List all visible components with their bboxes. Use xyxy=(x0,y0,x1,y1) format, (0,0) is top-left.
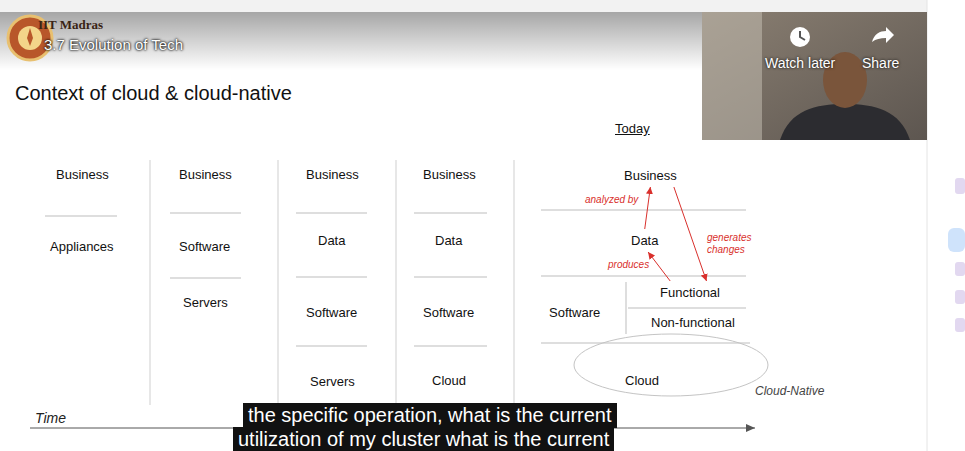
relation-arrow xyxy=(674,187,707,281)
layer-name: Business xyxy=(56,167,109,182)
layer-name: Software xyxy=(423,305,474,320)
subtitle-line: utilization of my cluster what is the cu… xyxy=(233,427,614,451)
webcam-wall xyxy=(702,12,762,140)
layer-name: Servers xyxy=(183,295,228,310)
layer-name: Business xyxy=(624,168,677,183)
layer-name: Cloud xyxy=(432,373,466,388)
layer-band: Business xyxy=(176,166,235,183)
layer-separator xyxy=(541,276,746,277)
layer-separator xyxy=(414,213,487,214)
layer-separator xyxy=(170,278,241,279)
layer-band: Servers xyxy=(307,373,358,390)
layer-separator xyxy=(296,277,367,278)
layer-name: Business xyxy=(179,167,232,182)
layer-band: Servers xyxy=(180,294,231,311)
layer-band: Business xyxy=(420,166,479,183)
video-title: 3.7 Evolution of Tech xyxy=(44,36,183,53)
relation-label: analyzed by xyxy=(585,194,638,206)
slide-title: Context of cloud & cloud-native xyxy=(15,82,292,105)
share-icon xyxy=(872,27,894,43)
institute-name: IIT Madras xyxy=(38,17,103,33)
layer-band: Data xyxy=(315,232,348,249)
share-button: Share xyxy=(862,55,899,71)
layer-separator xyxy=(541,210,746,211)
layer-name: Appliances xyxy=(50,239,114,254)
sidebar-item xyxy=(948,228,965,252)
layer-name: Data xyxy=(435,233,462,248)
column-divider xyxy=(278,160,279,405)
cloud-native-ellipse: Cloud-NativeCloud xyxy=(573,333,769,397)
layer-separator xyxy=(296,213,367,214)
sidebar xyxy=(927,0,965,451)
layer-band: Cloud xyxy=(429,372,469,389)
layer-separator xyxy=(296,346,367,347)
column-heading: Today xyxy=(615,121,650,136)
layer-separator xyxy=(628,308,746,309)
layer-band: Data xyxy=(432,232,465,249)
layer-band: Business xyxy=(621,167,680,184)
relation-label: produces xyxy=(608,259,649,271)
clock-icon xyxy=(790,27,810,47)
layer-separator xyxy=(414,346,487,347)
layer-band: Functional xyxy=(657,284,723,301)
region-label: Cloud-Native xyxy=(755,384,824,398)
sidebar-item xyxy=(955,262,965,276)
layer-band: Appliances xyxy=(47,238,117,255)
layer-band: Software xyxy=(546,304,603,321)
relation-arrow xyxy=(645,187,651,229)
layer-band: Business xyxy=(303,166,362,183)
relation-arrow xyxy=(648,252,670,281)
layer-name: Business xyxy=(423,167,476,182)
layer-band: Software xyxy=(303,304,360,321)
watch-later-button: Watch later xyxy=(765,55,835,71)
layer-name: Functional xyxy=(660,285,720,300)
layer-name: Software xyxy=(549,305,600,320)
layer-name: Software xyxy=(306,305,357,320)
sidebar-item xyxy=(955,318,965,332)
column-divider xyxy=(150,160,151,405)
person-shoulders xyxy=(780,104,910,140)
sidebar-item xyxy=(955,290,965,304)
layer-band: Business xyxy=(53,166,112,183)
layer-name: Data xyxy=(318,233,345,248)
layer-name: Non-functional xyxy=(651,315,735,330)
relation-label: generates changes xyxy=(707,232,757,256)
layer-band: Cloud xyxy=(622,372,662,389)
layer-separator xyxy=(170,213,241,214)
layer-divider xyxy=(626,282,627,334)
layer-name: Data xyxy=(631,233,658,248)
institute-logo xyxy=(27,28,33,46)
layer-name: Servers xyxy=(310,374,355,389)
layer-name: Cloud xyxy=(625,373,659,388)
axis-label: Time xyxy=(35,410,66,426)
top-strip xyxy=(0,0,965,12)
layer-separator xyxy=(541,343,750,344)
webcam-frame xyxy=(702,12,927,140)
layer-band: Software xyxy=(420,304,477,321)
layer-separator xyxy=(414,277,487,278)
clock-icon xyxy=(800,31,805,40)
column-divider xyxy=(396,160,397,405)
column-divider xyxy=(514,160,515,405)
ellipse-outline xyxy=(574,334,768,396)
layer-name: Business xyxy=(306,167,359,182)
layer-name: Software xyxy=(179,239,230,254)
layer-band: Data xyxy=(628,232,661,249)
layer-band: Software xyxy=(176,238,233,255)
layer-band: Non-functional xyxy=(648,314,738,331)
ellipse-outline xyxy=(573,333,769,397)
layer-separator xyxy=(45,216,117,217)
sidebar-item xyxy=(955,178,965,194)
subtitle-line: the specific operation, what is the curr… xyxy=(243,403,617,428)
